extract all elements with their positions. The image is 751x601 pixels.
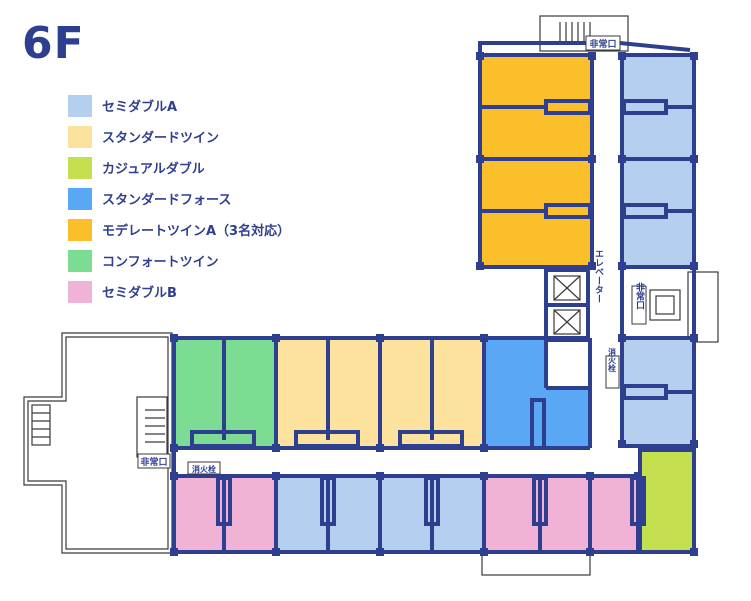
legend-label: スタンダードツイン [102,131,220,146]
legend-swatch [68,156,92,179]
legend-swatch [68,249,92,272]
building-outline [23,15,719,576]
elevator-cars [553,275,581,335]
room-semi-double-b [486,476,588,552]
legend-item-standard-twin: スタンダードツイン [68,121,290,152]
legend: セミダブルA スタンダードツイン カジュアルダブル スタンダードフォース モデレ… [68,90,290,307]
legend-label: モデレートツインA（3名対応） [102,224,291,239]
walls [172,41,696,554]
map-labels: 非常口 非常口 非常口 消火栓 消火栓 エレベーター [137,35,647,475]
fire-hydrant-label-bottom: 消火栓 [192,464,216,474]
legend-swatch [68,94,92,117]
fire-hydrant-label-right: 消火栓 [607,347,617,373]
legend-swatch [68,187,92,210]
legend-item-moderate-twin-a: モデレートツインA（3名対応） [68,214,290,245]
legend-swatch [68,125,92,148]
emergency-exit-label-top: 非常口 [589,38,616,50]
legend-label: スタンダードフォース [102,193,232,208]
legend-label: セミダブルA [102,100,178,115]
room-casual-double [640,450,694,552]
legend-swatch [68,218,92,241]
floor-title: 6F [22,18,85,69]
legend-item-semi-double-b: セミダブルB [68,276,290,307]
legend-swatch [68,280,92,303]
elevator-label: エレベーター [593,249,604,303]
legend-item-comfort-twin: コンフォートツイン [68,245,290,276]
emergency-exit-label-left: 非常口 [140,456,167,468]
legend-item-standard-fourth: スタンダードフォース [68,183,290,214]
legend-label: セミダブルB [102,286,177,301]
legend-item-casual-double: カジュアルダブル [68,152,290,183]
legend-item-semi-double-a: セミダブルA [68,90,290,121]
emergency-exit-label-right: 非常口 [634,281,645,310]
legend-label: カジュアルダブル [102,162,205,177]
legend-label: コンフォートツイン [102,255,219,270]
columns [170,52,698,556]
